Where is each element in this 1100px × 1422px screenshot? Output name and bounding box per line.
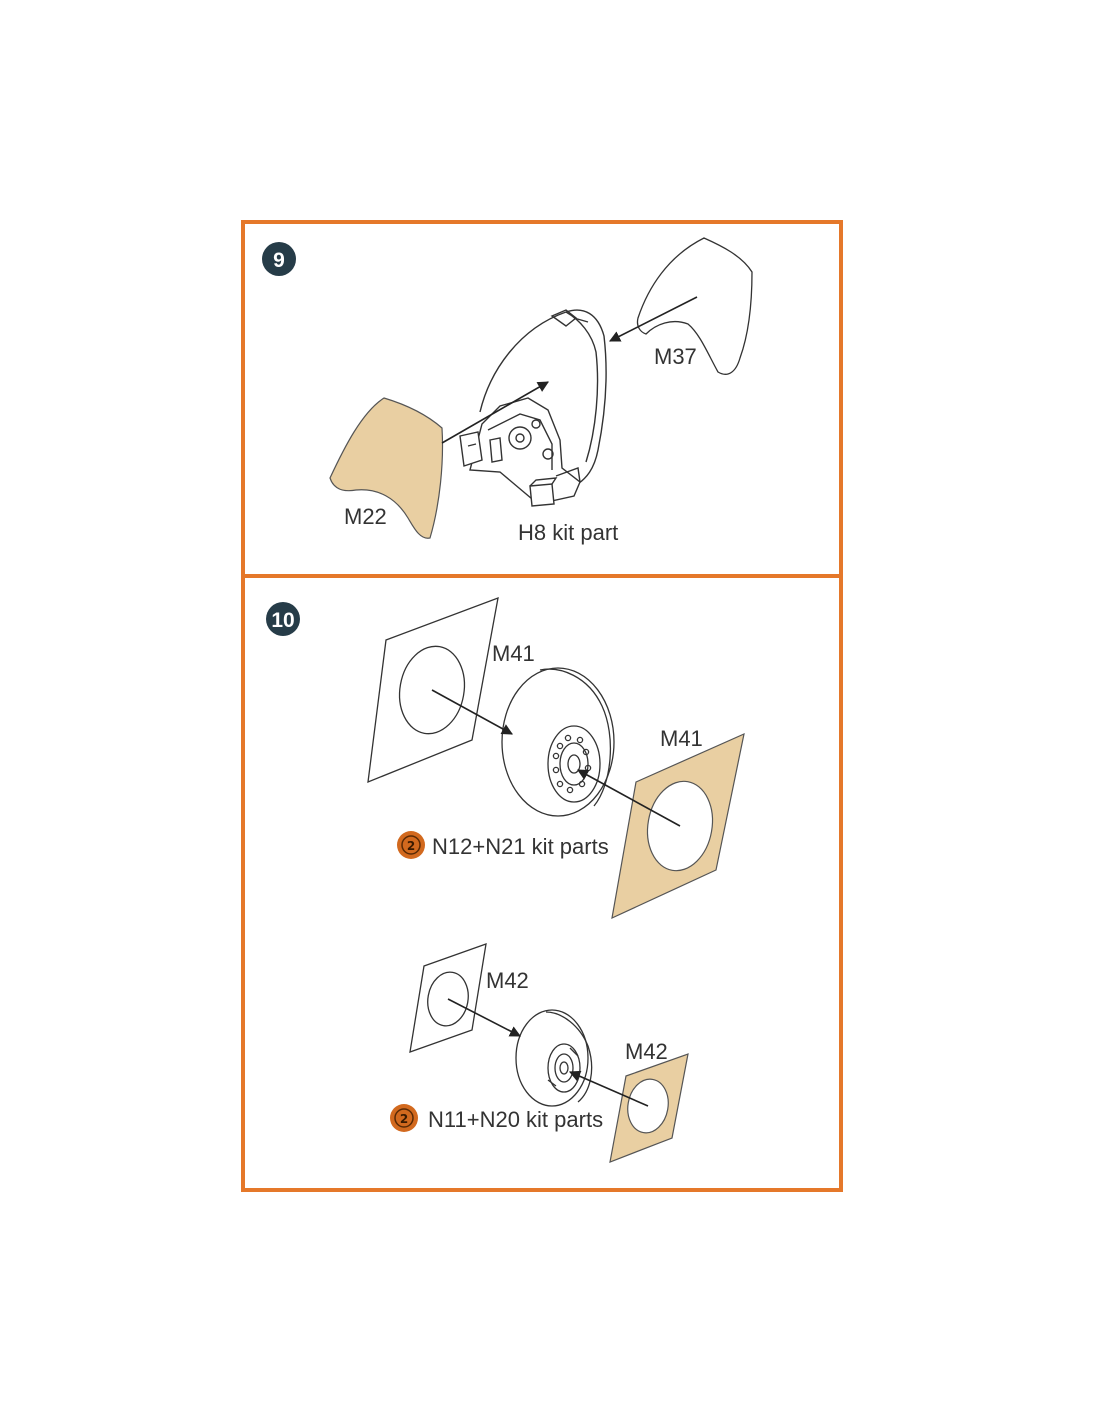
kit-parts-icon: 2: [397, 831, 425, 859]
svg-text:10: 10: [271, 609, 294, 632]
label-m42-left: M42: [486, 968, 529, 993]
label-m41-left: M41: [492, 641, 535, 666]
mask-m37-outline: [636, 237, 753, 375]
label-m37: M37: [654, 344, 697, 369]
main-wheel: [501, 667, 615, 817]
arrow-m37-to-h8: [609, 296, 698, 342]
label-kit-parts-bottom: N11+N20 kit parts: [428, 1107, 603, 1132]
label-m41-right: M41: [660, 726, 703, 751]
svg-text:2: 2: [400, 1112, 408, 1126]
svg-text:2: 2: [407, 839, 415, 853]
step-10-panel: [241, 574, 843, 1192]
label-m42-right: M42: [625, 1039, 668, 1064]
mask-m22: [329, 397, 444, 539]
step-9-badge: 9: [262, 242, 296, 276]
tail-wheel: [515, 1009, 593, 1107]
arrow-m42-left-to-wheel: [447, 998, 521, 1037]
svg-text:9: 9: [273, 249, 285, 272]
arrow-m41-right-to-wheel: [577, 769, 681, 827]
arrow-m22-to-h8: [441, 381, 549, 444]
mask-m41-right: [611, 732, 745, 920]
mask-m42-left: [409, 943, 487, 1053]
arrow-m41-left-to-wheel: [431, 689, 513, 735]
h8-kit-part: [459, 309, 607, 507]
label-h8-kit-part: H8 kit part: [518, 520, 618, 545]
mask-m42-right: [609, 1053, 689, 1163]
kit-parts-icon: 2: [390, 1104, 418, 1132]
label-kit-parts-top: N12+N21 kit parts: [432, 834, 609, 859]
label-m22: M22: [344, 504, 387, 529]
arrow-m42-right-to-wheel: [568, 1070, 649, 1107]
step-10-badge: 10: [266, 602, 300, 636]
